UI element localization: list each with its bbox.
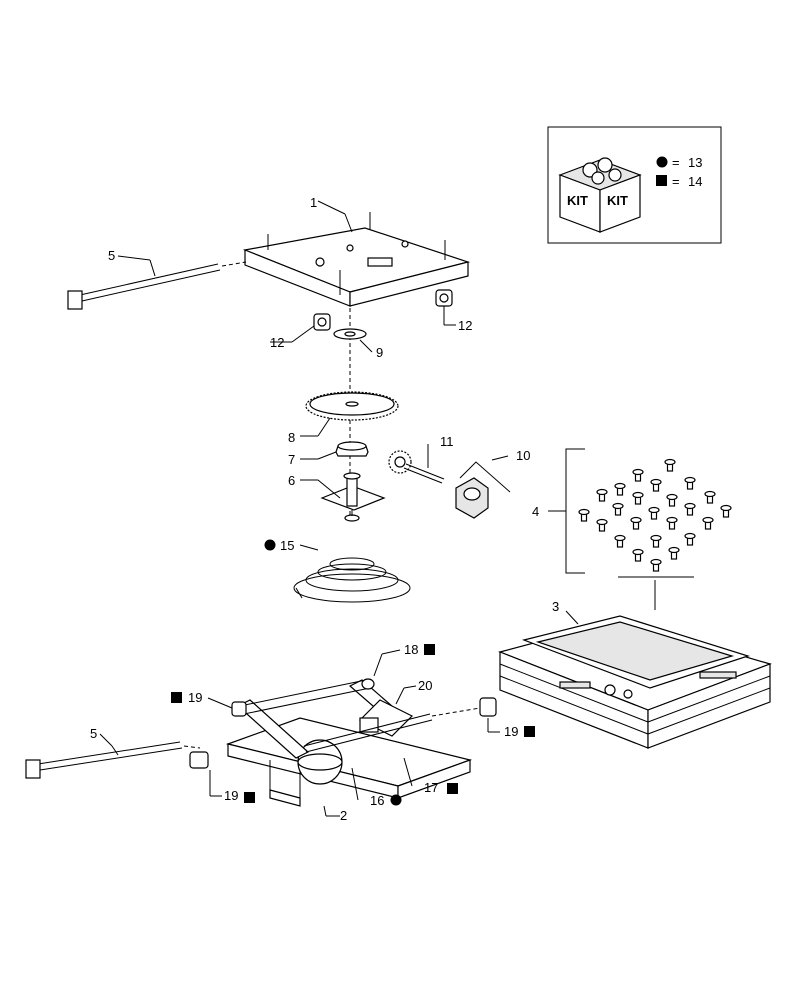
rivet — [664, 458, 676, 472]
part-18-cross-tube — [239, 678, 433, 753]
part-20-scissor-arm — [236, 679, 414, 759]
rivet — [596, 488, 608, 502]
callout-7: 7 — [288, 452, 295, 467]
part-19-end-cap-bottom — [189, 751, 209, 769]
rivet — [650, 478, 662, 492]
part-19-end-cap-left — [231, 701, 247, 717]
callout-15: 15 — [280, 538, 294, 553]
rivet — [666, 493, 678, 507]
kit-14-marker-17-icon — [447, 783, 458, 794]
callout-19-left: 19 — [188, 690, 202, 705]
rivet — [578, 508, 590, 522]
part-3-cushion-frame — [498, 615, 772, 749]
rivet — [632, 548, 644, 562]
square-symbol-icon — [656, 175, 667, 186]
kit-label-right: KIT — [607, 193, 628, 208]
callout-1: 1 — [310, 195, 317, 210]
rivet — [632, 491, 644, 505]
callout-10: 10 — [516, 448, 530, 463]
rivet — [666, 516, 678, 530]
callout-12-left: 12 — [270, 335, 284, 350]
rivet — [632, 468, 644, 482]
rivet — [596, 518, 608, 532]
part-4-rivets — [578, 458, 732, 572]
callout-19-right: 19 — [504, 724, 518, 739]
rivet — [612, 502, 624, 516]
kit-14-marker-19-bottom-icon — [244, 792, 255, 803]
rivet — [630, 516, 642, 530]
rivet — [704, 490, 716, 504]
rivet — [702, 516, 714, 530]
part-8-gear-disk — [305, 391, 399, 421]
part-1-top-plate — [242, 212, 471, 307]
callout-16: 16 — [370, 793, 384, 808]
part-10-knob — [455, 477, 489, 519]
circle-equals: = — [672, 155, 680, 170]
callout-18: 18 — [404, 642, 418, 657]
rivet — [648, 506, 660, 520]
callout-17: 17 — [424, 780, 438, 795]
kit-13-marker-16-icon — [390, 794, 402, 806]
rivet — [668, 546, 680, 560]
part-5-rod-top — [67, 261, 247, 310]
callout-3: 3 — [552, 599, 559, 614]
rivet — [684, 476, 696, 490]
callout-12-right: 12 — [458, 318, 472, 333]
rivet — [614, 534, 626, 548]
square-kit-number: 14 — [688, 174, 702, 189]
part-11-pinion-shaft — [388, 450, 445, 484]
callout-20: 20 — [418, 678, 432, 693]
callout-9: 9 — [376, 345, 383, 360]
part-12-bushing-right — [435, 289, 453, 307]
circle-symbol-icon — [656, 156, 668, 168]
callout-2: 2 — [340, 808, 347, 823]
callout-11: 11 — [440, 434, 454, 449]
kit-14-marker-19-left-icon — [171, 692, 182, 703]
part-9-washer — [333, 328, 367, 340]
rivet — [684, 532, 696, 546]
part-19-end-cap-right — [431, 697, 497, 717]
part-5-rod-bottom — [25, 741, 201, 779]
rivet — [684, 502, 696, 516]
rivet — [650, 534, 662, 548]
part-15-coil-spring — [293, 557, 411, 603]
callout-6: 6 — [288, 473, 295, 488]
rivet — [650, 558, 662, 572]
part-7-nut — [335, 441, 369, 457]
kit-14-marker-18-icon — [424, 644, 435, 655]
callout-19-bottom: 19 — [224, 788, 238, 803]
kit-14-marker-19-right-icon — [524, 726, 535, 737]
callout-8: 8 — [288, 430, 295, 445]
square-equals: = — [672, 174, 680, 189]
callout-4: 4 — [532, 504, 539, 519]
rivet — [720, 504, 732, 518]
circle-kit-number: 13 — [688, 155, 702, 170]
kit-box-icon: KIT KIT — [558, 157, 642, 233]
part-6-spindle — [320, 472, 386, 522]
callout-5-top: 5 — [108, 248, 115, 263]
kit-13-marker-icon — [264, 539, 276, 551]
rivet — [614, 482, 626, 496]
callout-5-bottom: 5 — [90, 726, 97, 741]
kit-label-left: KIT — [567, 193, 588, 208]
kit-legend: KIT KIT = 13 = 14 — [547, 126, 722, 244]
part-12-bushing-left — [313, 313, 331, 331]
